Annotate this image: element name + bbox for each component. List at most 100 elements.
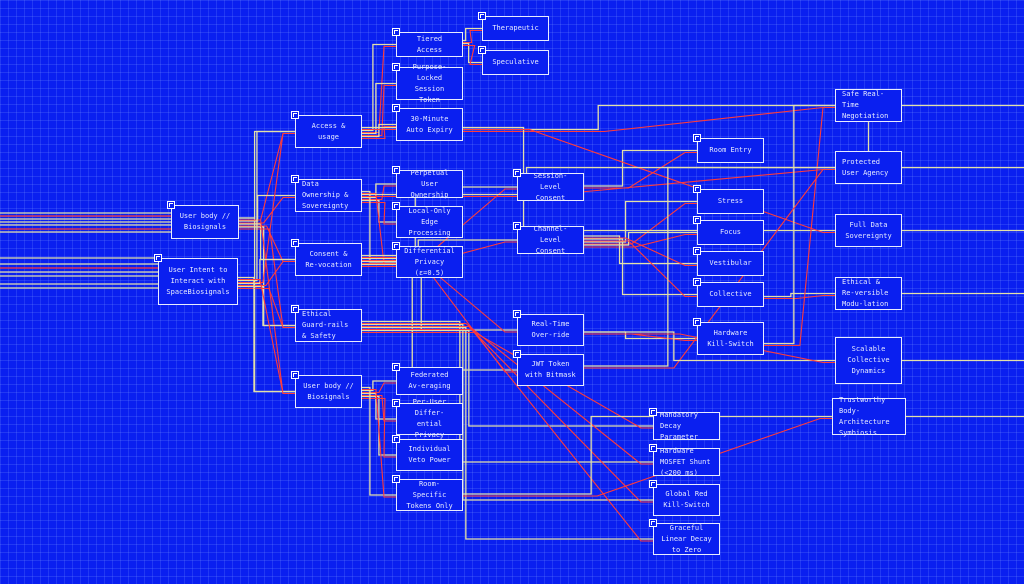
node-tag-icon	[649, 444, 657, 452]
node-tag-icon	[649, 408, 657, 416]
node-channel-consent[interactable]: Channel-Level Consent	[513, 222, 584, 255]
connection-wire	[239, 194, 295, 222]
connection-wire	[584, 331, 835, 362]
connection-wire	[463, 27, 482, 42]
node-vestibular[interactable]: Vestibular	[693, 247, 764, 276]
node-purpose-locked[interactable]: Purpose-Locked Session Token	[392, 63, 463, 104]
signal-wire	[362, 388, 396, 498]
node-ethical-guardrails[interactable]: Ethical Guard-rails & Safety	[291, 305, 362, 342]
node-label: Collective	[709, 290, 752, 298]
signal-wire	[584, 151, 697, 189]
node-outcome-scalable-dynamics[interactable]: Scalable Collective Dynamics	[835, 337, 902, 384]
node-user-body-2[interactable]: User body // Biosignals	[291, 371, 362, 408]
node-data-ownership[interactable]: Data Ownership & Sovereignty	[291, 175, 362, 212]
node-consent-revocation[interactable]: Consent & Re-vocation	[291, 239, 362, 276]
node-therapeutic[interactable]: Therapeutic	[478, 12, 549, 41]
node-label: Federated Av-eraging	[408, 371, 451, 390]
node-tag-icon	[392, 166, 400, 174]
signal-wire	[463, 44, 482, 66]
node-tiered-access[interactable]: Tiered Access	[392, 28, 463, 57]
node-label: Focus	[719, 228, 742, 236]
node-collective[interactable]: Collective	[693, 278, 764, 307]
node-graceful-decay[interactable]: Graceful Linear Decay to Zero	[649, 519, 720, 555]
node-label: Ethical Guard-rails & Safety	[302, 310, 349, 340]
node-mandatory-decay[interactable]: Mandatory Decay Parameter	[649, 408, 720, 441]
node-outcome-safe-negotiation[interactable]: Safe Real-Time Negotiation	[835, 89, 902, 122]
node-hardware-mosfet[interactable]: Hardware MOSFET Shunt (<200 ms)	[649, 444, 720, 477]
connection-wire	[584, 238, 697, 296]
node-perpetual-ownership[interactable]: Perpetual User Ownership	[392, 166, 463, 199]
node-individual-veto[interactable]: Individual Veto Power	[392, 435, 463, 471]
node-speculative[interactable]: Speculative	[478, 46, 549, 75]
connection-wire	[764, 292, 835, 298]
node-auto-expiry[interactable]: 30-Minute Auto Expiry	[392, 104, 463, 141]
node-outcome-trustworthy-symbiosis[interactable]: Trustworthy Body-Architecture Symbiosis	[832, 396, 906, 437]
node-tag-icon	[392, 435, 400, 443]
signal-wire	[362, 84, 396, 137]
node-label: Ethical & Re-versible Modu-lation	[842, 278, 889, 308]
node-input-user-intent[interactable]: User Intent to Interact with SpaceBiosig…	[154, 254, 238, 305]
connection-wire	[463, 104, 835, 131]
node-label: User body // Biosignals	[303, 381, 354, 401]
node-label: Therapeutic	[492, 24, 539, 32]
node-label: JWT Token with Bitmask	[525, 360, 576, 379]
node-tag-icon	[392, 63, 400, 71]
connection-wire	[362, 183, 396, 199]
node-room-entry[interactable]: Room Entry	[693, 134, 764, 163]
node-tag-icon	[392, 399, 400, 407]
node-label: Mandatory Decay Parameter	[660, 410, 698, 441]
node-tag-icon	[693, 318, 701, 326]
node-input-user-body[interactable]: User body // Biosignals	[167, 201, 239, 239]
node-tag-icon	[693, 278, 701, 286]
signal-wire	[239, 196, 295, 224]
signal-wire	[584, 240, 697, 298]
node-label: User body // Biosignals	[179, 212, 231, 231]
signal-wire	[238, 132, 295, 284]
node-per-user-privacy[interactable]: Per-User Differ-ential Privacy	[392, 398, 463, 439]
node-tag-icon	[693, 216, 701, 224]
connection-wire	[463, 42, 482, 64]
node-label: Global Red Kill-Switch	[663, 490, 710, 509]
signal-wire	[362, 397, 396, 458]
node-tag-icon	[513, 169, 521, 177]
node-label: Per-User Differ-ential Privacy	[412, 398, 447, 439]
node-outcome-ethical-modulation[interactable]: Ethical & Re-versible Modu-lation	[835, 277, 902, 310]
node-tag-icon	[392, 475, 400, 483]
node-outcome-data-sovereignty[interactable]: Full Data Sovereignty	[835, 214, 902, 247]
node-differential-privacy[interactable]: Differential Privacy (ε=0.5)	[392, 242, 463, 278]
node-label: Channel-Level Consent	[533, 224, 568, 255]
node-stress[interactable]: Stress	[693, 185, 764, 214]
node-tag-icon	[392, 242, 400, 250]
node-label: Purpose-Locked Session Token	[412, 62, 447, 104]
node-room-specific-tokens[interactable]: Room-Specific Tokens Only	[392, 475, 463, 511]
node-outcome-protected-agency[interactable]: Protected User Agency	[835, 151, 902, 184]
connection-wire	[362, 254, 517, 371]
node-label: Graceful Linear Decay to Zero	[661, 523, 712, 554]
signal-wire	[764, 294, 835, 300]
node-tag-icon	[478, 12, 486, 20]
node-label: Safe Real-Time Negotiation	[842, 90, 889, 120]
signal-wire	[362, 185, 396, 201]
signal-wire	[238, 278, 295, 395]
node-access-usage[interactable]: Access & usage	[291, 111, 362, 148]
node-hardware-kill-switch[interactable]: Hardware Kill-Switch	[693, 318, 764, 355]
connection-wire	[238, 258, 295, 285]
node-realtime-override[interactable]: Real-Time Over-ride	[513, 310, 584, 346]
signal-wire	[238, 260, 295, 287]
connection-wire	[239, 217, 295, 393]
node-label: Real-Time Over-ride	[531, 320, 570, 339]
node-jwt-token[interactable]: JWT Token with Bitmask	[513, 350, 584, 386]
node-label: User Intent to Interact with SpaceBiosig…	[166, 266, 230, 296]
connection-wire	[584, 200, 697, 243]
connection-wire	[362, 329, 653, 427]
node-federated-averaging[interactable]: Federated Av-eraging	[392, 363, 463, 395]
signal-wire	[362, 188, 517, 262]
node-tag-icon	[513, 310, 521, 318]
node-focus[interactable]: Focus	[693, 216, 764, 245]
node-tag-icon	[291, 371, 299, 379]
node-session-consent[interactable]: Session-Level Consent	[513, 169, 584, 202]
connection-wire	[362, 326, 653, 540]
node-global-red-kill-switch[interactable]: Global Red Kill-Switch	[649, 480, 720, 516]
node-local-only[interactable]: Local-Only Edge Processing	[392, 202, 463, 238]
node-tag-icon	[291, 305, 299, 313]
